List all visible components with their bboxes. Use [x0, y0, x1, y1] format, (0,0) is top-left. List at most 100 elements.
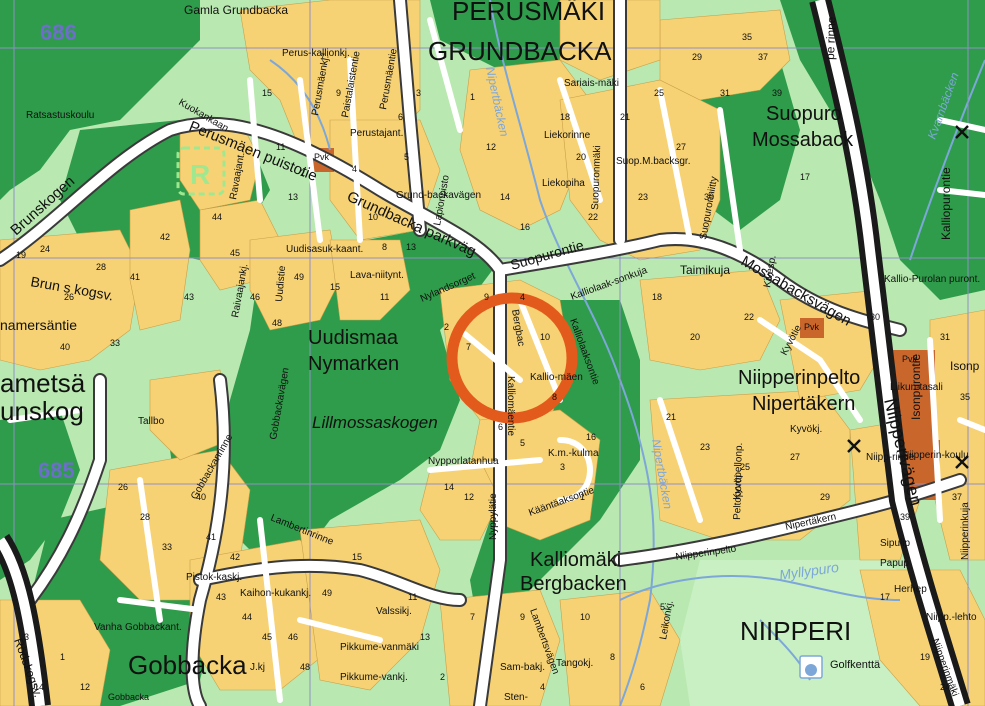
- house-number: 33: [110, 338, 120, 348]
- house-number: 30: [704, 192, 714, 202]
- location-marker-circle[interactable]: [446, 292, 578, 424]
- house-number: 13: [420, 632, 430, 642]
- house-number: 15: [262, 88, 272, 98]
- minor-streets: [7, 17, 985, 703]
- street-label-niipperinkuja: Niipperinkuja: [960, 502, 971, 560]
- house-number: 17: [880, 592, 890, 602]
- house-number: 4: [352, 164, 357, 174]
- street-label-namersantie: namersäntie: [0, 317, 77, 333]
- stream-nipertbacken: [489, 0, 655, 706]
- area-label-grundbacka: GRUNDBACKA: [428, 36, 612, 66]
- house-number: 2: [440, 672, 445, 682]
- house-number: 41: [130, 272, 140, 282]
- house-number: 30: [870, 312, 880, 322]
- area-label-niipperi: NIIPPERI: [740, 616, 851, 646]
- rest-area-symbol: [176, 146, 226, 196]
- street-label-pikkumevankj: Pikkume-vankj.: [340, 672, 408, 683]
- street-label-jkj: J.kj: [250, 662, 265, 673]
- house-number: 6: [498, 422, 503, 432]
- road-nipertakern[interactable]: [615, 475, 965, 565]
- house-number: 17: [800, 172, 810, 182]
- house-number: 8: [552, 392, 557, 402]
- street-label-kalliomaentie: Kalliomäentie: [505, 376, 516, 436]
- house-number: 26: [64, 292, 74, 302]
- house-number: 26: [118, 482, 128, 492]
- street-label-peruskallionkj: Perus-kallionkj.: [282, 48, 350, 59]
- road-perusmaentie[interactable]: [395, 0, 425, 235]
- street-label-liekopiha: Liekopiha: [542, 178, 585, 189]
- house-number: 23: [700, 442, 710, 452]
- street-label-vanha-gobbackant: Vanha Gobbackant.: [94, 622, 182, 633]
- poi-label-gobbacka-stop: Gobbacka: [108, 692, 149, 702]
- house-number: 46: [250, 292, 260, 302]
- house-number: 8: [382, 242, 387, 252]
- house-number: 49: [294, 272, 304, 282]
- house-number: 25: [654, 88, 664, 98]
- house-number: 5: [404, 152, 409, 162]
- street-label-kallio-purolan: Kallio-Purolan puront.: [884, 274, 980, 285]
- house-number: 19: [920, 652, 930, 662]
- road-gobbackavagen[interactable]: [187, 375, 229, 706]
- house-number: 6: [398, 112, 403, 122]
- house-number: 39: [900, 512, 910, 522]
- house-number: 5: [520, 438, 525, 448]
- area-label-unskog: unskog: [0, 396, 84, 426]
- house-number: 45: [262, 632, 272, 642]
- street-label-uudisasukkaant: Uudisasuk-kaant.: [286, 244, 363, 255]
- house-number: 12: [80, 682, 90, 692]
- house-number: 20: [576, 152, 586, 162]
- house-number: 3: [560, 462, 565, 472]
- street-label-uudistie: Uudistie: [274, 265, 288, 302]
- road-niipperivagen[interactable]: [815, 0, 965, 706]
- house-number: 7: [470, 612, 475, 622]
- house-number: 28: [140, 512, 150, 522]
- poi-label-pvk-east: Pvk: [804, 322, 820, 332]
- house-number: 13: [288, 192, 298, 202]
- house-number: 2: [300, 168, 305, 178]
- house-number: 44: [212, 212, 222, 222]
- road-lambertinrinne[interactable]: [195, 560, 465, 605]
- rest-area: [176, 146, 226, 196]
- street-label-nyppylatie: Nyppylätie: [488, 493, 499, 540]
- street-label-suopuronmaki: Suopuronmäki: [590, 145, 603, 210]
- house-number: 13: [406, 242, 416, 252]
- street-label-ratsastuskoulu: Ratsastuskoulu: [26, 110, 94, 121]
- house-number: 20: [690, 332, 700, 342]
- house-number: 37: [952, 492, 962, 502]
- house-number: 48: [272, 318, 282, 328]
- house-number: 31: [940, 332, 950, 342]
- road-brunskogen[interactable]: [25, 375, 105, 605]
- area-label-perusmaki: PERUSMÄKI: [452, 0, 605, 26]
- road-rodskogsv[interactable]: [0, 537, 45, 706]
- street-label-tallbo: Tallbo: [138, 416, 165, 427]
- house-number: 35: [960, 392, 970, 402]
- house-number: 16: [520, 222, 530, 232]
- house-number: 42: [230, 552, 240, 562]
- house-number: 9: [520, 612, 525, 622]
- street-label-suop-m-backsgr: Suop.M.backsgr.: [616, 156, 690, 167]
- house-number: 39: [772, 88, 782, 98]
- house-number: 1: [470, 92, 475, 102]
- house-number: 19: [16, 250, 26, 260]
- house-number: 4: [520, 292, 525, 302]
- house-number: 15: [330, 282, 340, 292]
- road-suopurontie[interactable]: [495, 234, 905, 335]
- house-number: 45: [230, 248, 240, 258]
- house-number: 1: [60, 652, 65, 662]
- house-number: 10: [580, 612, 590, 622]
- house-number: 16: [586, 432, 596, 442]
- street-label-taimikuja: Taimikuja: [680, 263, 730, 277]
- area-label-niipperinpelto: Niipperinpelto: [738, 367, 860, 389]
- house-number: 22: [744, 312, 754, 322]
- street-label-pistokaskj: Pistok-kaskj.: [186, 572, 242, 583]
- cross-icon: [847, 439, 861, 453]
- house-number: 28: [96, 262, 106, 272]
- street-label-sambakj: Sam-bakj.: [500, 662, 545, 673]
- house-number: 18: [560, 112, 570, 122]
- grid-label-685: 685: [38, 458, 75, 483]
- street-label-papup: Papup: [880, 558, 909, 569]
